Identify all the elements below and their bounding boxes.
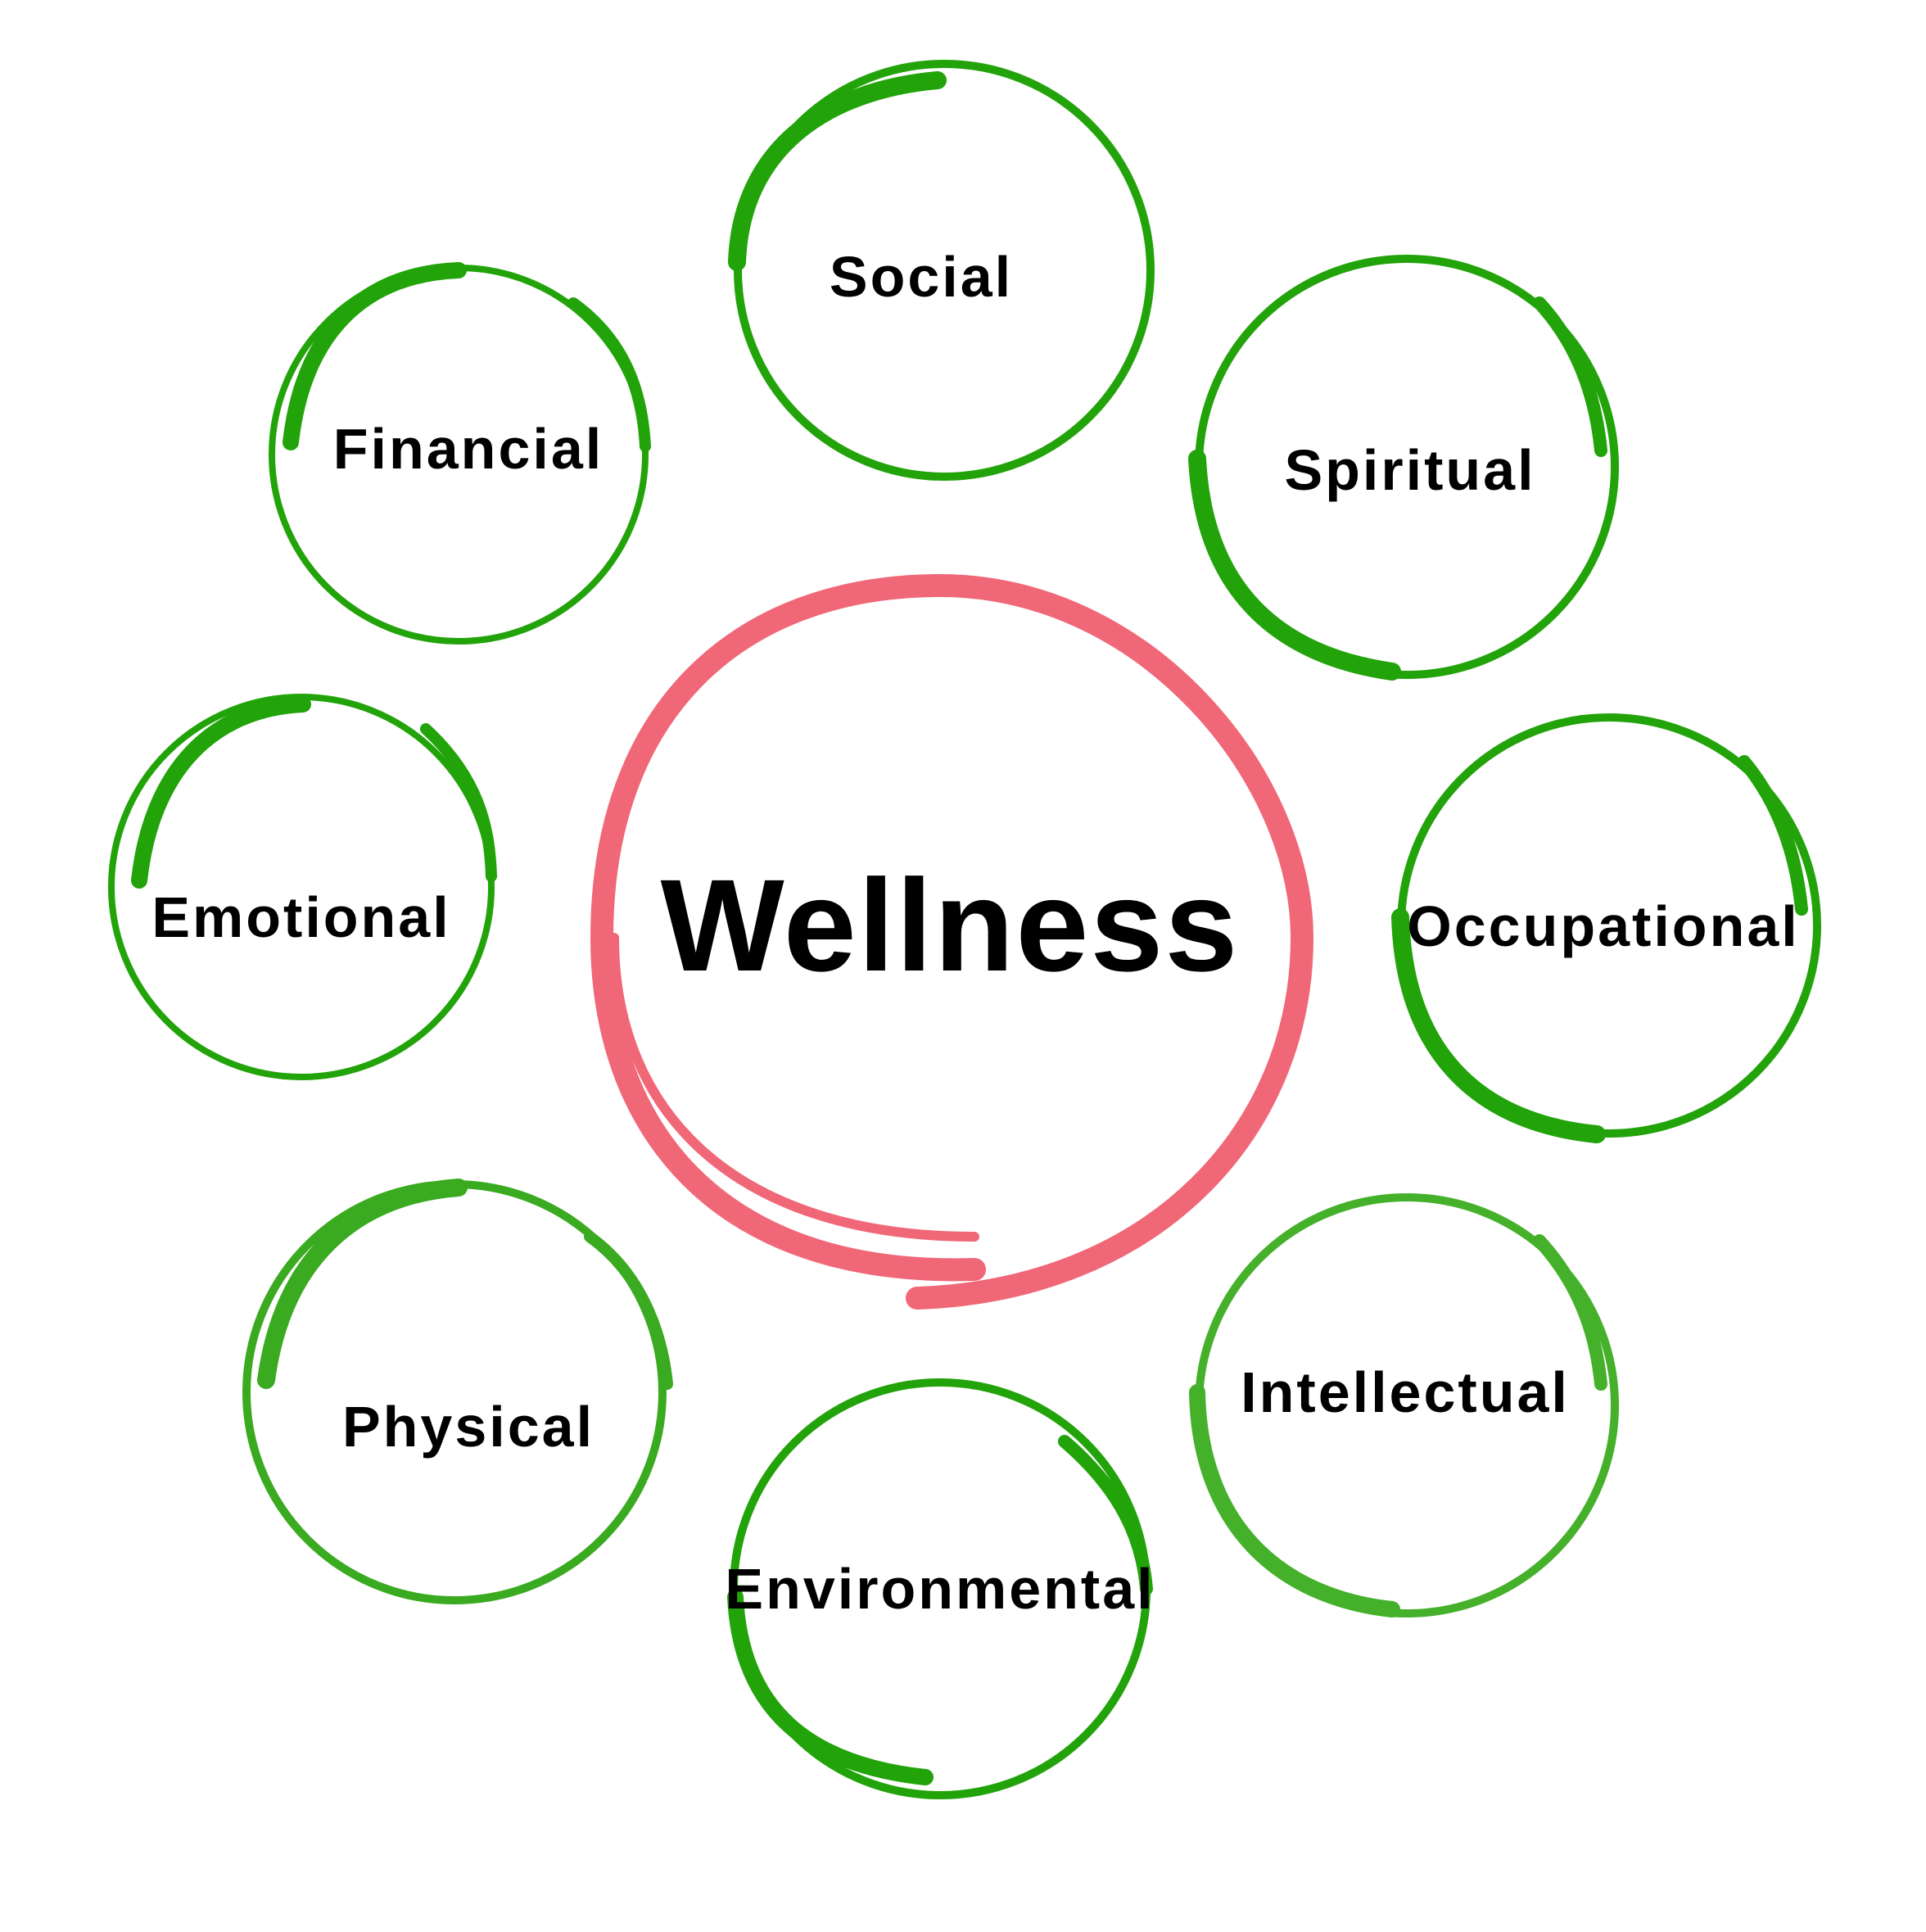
financial-ring bbox=[269, 262, 651, 645]
intellectual-ring bbox=[1189, 1193, 1619, 1618]
label-emotional: Emotional bbox=[151, 885, 451, 949]
label-occupational: Occupational bbox=[1407, 894, 1800, 958]
label-physical: Physical bbox=[341, 1395, 595, 1459]
label-social: Social bbox=[829, 245, 1014, 309]
label-spiritual: Spiritual bbox=[1284, 438, 1536, 502]
occupational-ring bbox=[1391, 713, 1821, 1143]
emotional-ring bbox=[108, 694, 497, 1080]
wellness-ring-tail bbox=[609, 933, 979, 1242]
label-financial: Financial bbox=[332, 417, 604, 481]
environmental-ring bbox=[727, 1378, 1153, 1799]
label-environmental: Environmental bbox=[725, 1557, 1155, 1621]
center-label-wellness: Wellness bbox=[660, 852, 1240, 998]
label-intellectual: Intellectual bbox=[1241, 1360, 1570, 1424]
physical-ring bbox=[242, 1179, 673, 1604]
social-ring bbox=[728, 60, 1155, 481]
spiritual-ring bbox=[1188, 255, 1619, 681]
wellness-ring bbox=[590, 573, 1314, 1310]
